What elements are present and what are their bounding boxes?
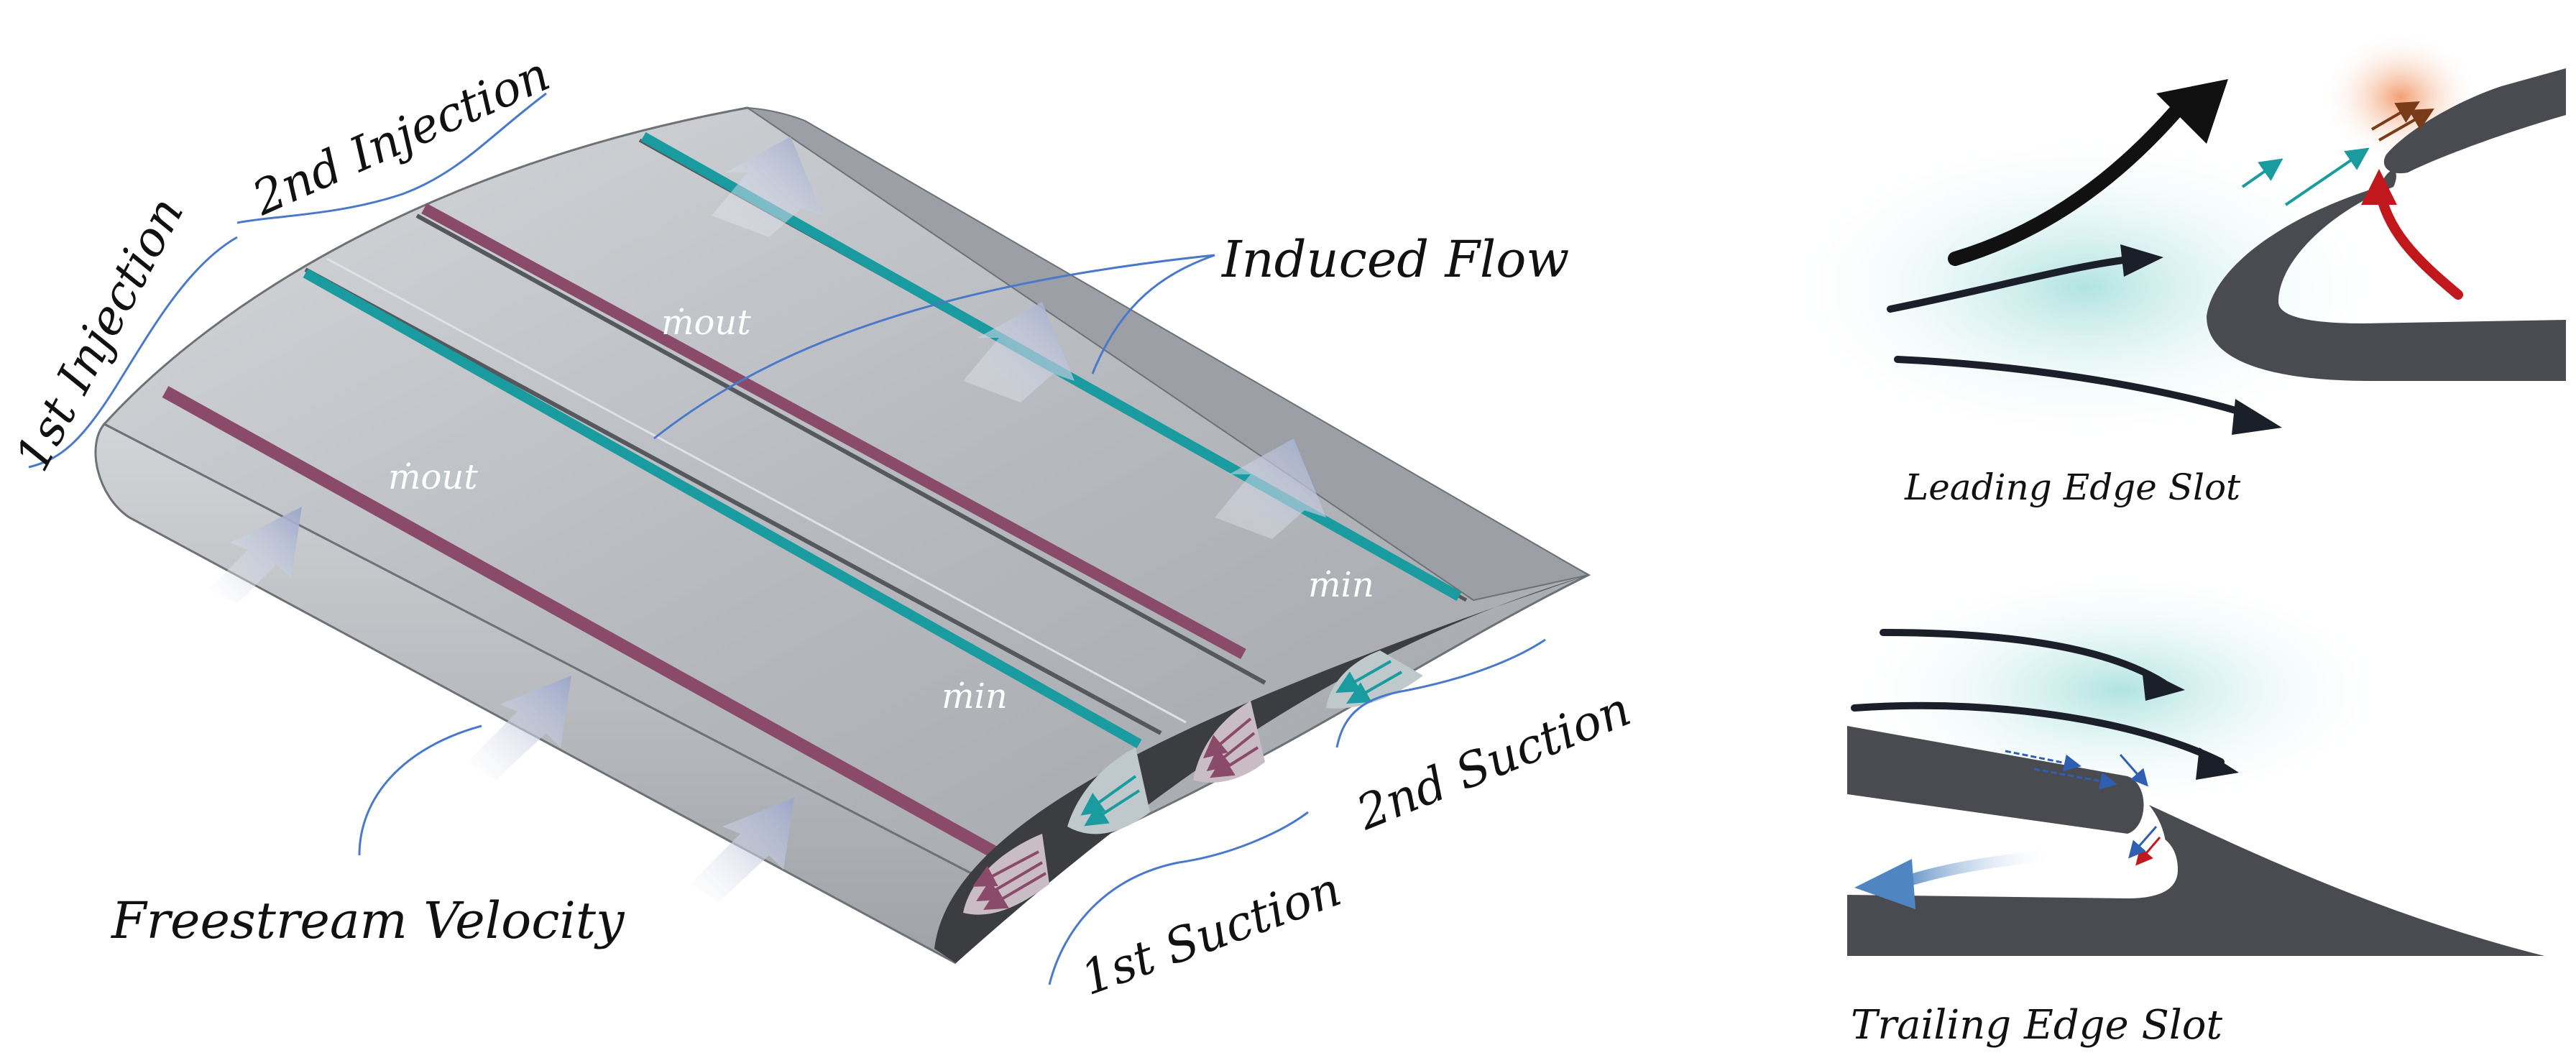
leading-edge-jet-teal-1 (2241, 158, 2283, 188)
second-suction-label: 2nd Suction (1348, 681, 1638, 841)
suction-1-brace (1048, 811, 1309, 985)
induced-flow-leader-2 (1091, 254, 1215, 374)
cross-section (934, 575, 1588, 963)
trailing-edge-arrow-1 (1880, 629, 2167, 686)
leading-edge-thick-arrow (1948, 93, 2192, 266)
leading-edge-red-arrow-head (2361, 169, 2397, 205)
wing-groove-3 (415, 213, 1266, 685)
trailing-edge-jet-3 (2119, 754, 2148, 787)
leading-edge-slot-detail: Leading Edge Slot (1782, 32, 2566, 508)
leading-edge-jet-teal-2 (2284, 147, 2370, 206)
leading-edge-arrow-2-head (2120, 244, 2163, 277)
wing-groove-1 (304, 267, 1162, 735)
leading-edge-upper-lip (2383, 68, 2566, 174)
injection-1-brace (28, 236, 238, 469)
freestream-arrows (208, 507, 794, 902)
injection-slot-1 (162, 386, 1010, 865)
trailing-edge-arrow-2-head (2196, 747, 2239, 780)
trailing-edge-blue-jet (2128, 826, 2158, 859)
injection-2-brace (236, 92, 547, 224)
freestream-arrow-3 (690, 798, 794, 902)
suction-2-brace (1335, 638, 1546, 748)
m-in-label-1: ṁin (942, 676, 1008, 717)
cavity-4-arrows (1335, 660, 1402, 704)
m-in-label-2: ṁin (1308, 565, 1374, 605)
injection-slot-2 (421, 203, 1246, 660)
trailing-edge-arrow-1-head (2142, 668, 2185, 701)
induced-arrow-3 (1215, 438, 1326, 539)
induced-arrow-2 (963, 302, 1075, 402)
freestream-arrow-1 (208, 507, 302, 604)
trailing-edge-upper-body (1847, 726, 2144, 834)
freestream-velocity-label: Freestream Velocity (110, 891, 625, 950)
induced-arrow-1 (712, 137, 823, 237)
trailing-edge-jet-2 (2033, 768, 2117, 790)
induced-flow-arrows (712, 137, 1326, 539)
trailing-edge-arrow-2 (1851, 701, 2225, 765)
wing-3d: ṁout ṁout ṁin ṁin 1st Injection 2nd Inje… (4, 46, 1638, 1006)
leading-edge-arrow-2 (1887, 255, 2138, 313)
induced-flow-leader-1 (653, 254, 1215, 440)
induced-flow-label: Induced Flow (1220, 230, 1569, 289)
leading-edge-slot-caption: Leading Edge Slot (1904, 466, 2241, 508)
trailing-edge-slot-caption: Trailing Edge Slot (1851, 1002, 2222, 1049)
cross-section-outline (934, 575, 1588, 963)
trailing-edge-slot-detail: Trailing Edge Slot (1847, 568, 2544, 1049)
leading-edge-arrow-3-head (2232, 399, 2282, 435)
freestream-leader (358, 724, 482, 856)
leading-edge-jet-brown-1 (2370, 101, 2420, 131)
first-suction-label: 1st Suction (1074, 861, 1348, 1006)
m-out-label-2: ṁout (661, 303, 751, 343)
cavity-1-arrows (972, 850, 1047, 911)
cavity-3-arrows (1202, 717, 1259, 778)
freestream-arrow-2 (467, 676, 571, 780)
m-out-label-1: ṁout (388, 457, 478, 497)
trailing-edge-backflow-arrow-head (1854, 859, 1915, 909)
annotation-leaders (28, 92, 1546, 985)
leading-edge-jet-brown-2 (2378, 109, 2434, 142)
cavity-2-arrows (1080, 775, 1141, 827)
leading-edge-thick-arrow-head (2156, 79, 2228, 144)
wing-trailing-edge (745, 106, 1591, 602)
trailing-edge-backflow-arrow (1892, 850, 2054, 890)
leading-edge-main-body (2207, 170, 2566, 381)
leading-edge-flow-glow (1782, 129, 2386, 446)
trailing-edge-jet-1 (2005, 750, 2082, 772)
wing-groove-2 (326, 257, 1187, 724)
leading-edge-arrow-3 (1894, 356, 2260, 420)
trailing-edge-lower-body (1847, 805, 2544, 956)
suction-slot-1 (303, 268, 1142, 749)
